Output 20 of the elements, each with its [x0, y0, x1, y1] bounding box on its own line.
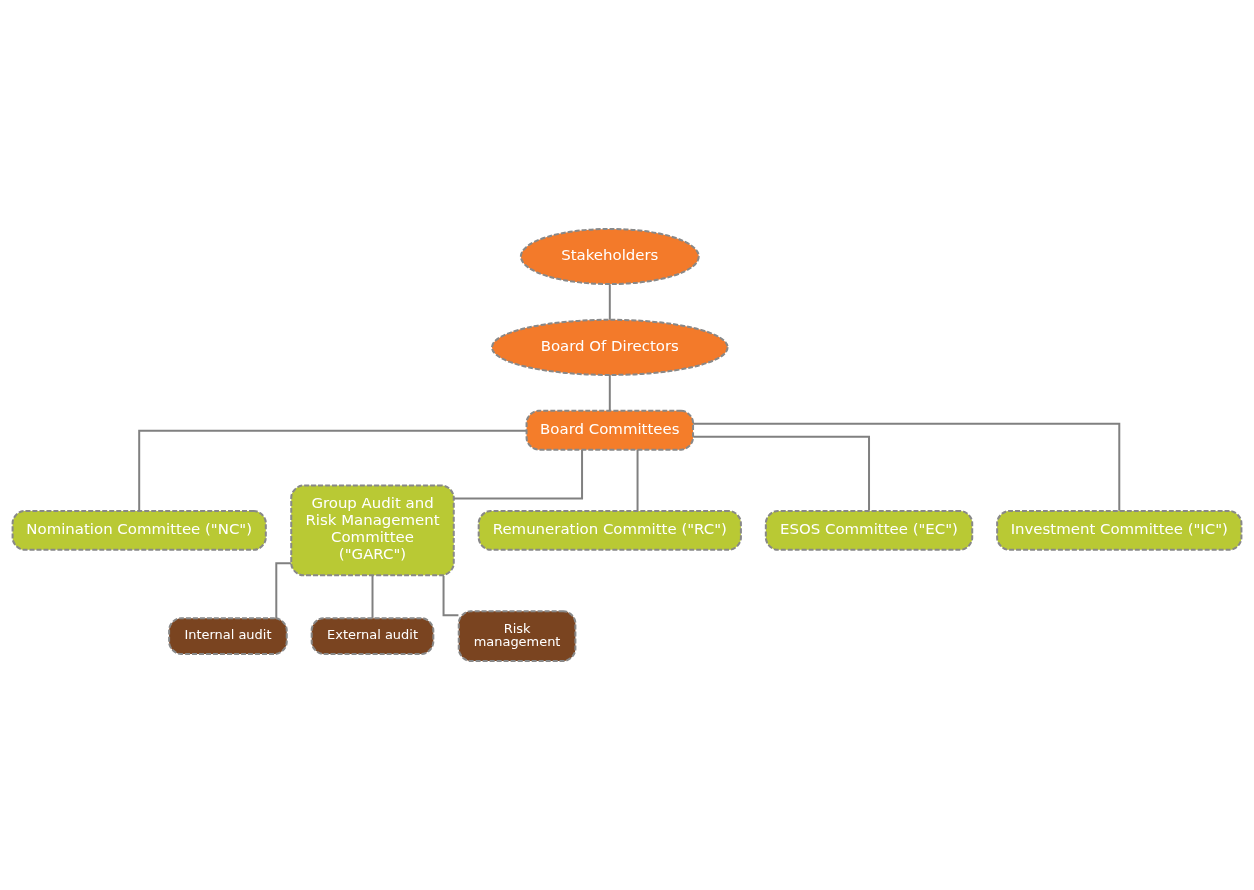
connector: [608, 373, 611, 412]
node-box: External audit: [310, 617, 435, 656]
connector: [608, 283, 611, 321]
node-box: Remuneration Committe ("RC"): [477, 509, 742, 551]
connector: [692, 435, 871, 512]
node-box: Group Audit and Risk Management Committee ("GARC"): [290, 484, 455, 577]
node-ellipse: Stakeholders: [519, 227, 700, 286]
connector: [138, 429, 528, 512]
node-ellipse: Board Of Directors: [491, 318, 729, 376]
connector: [452, 448, 584, 500]
node-box: ESOS Committee ("EC"): [764, 509, 974, 551]
connector: [636, 449, 639, 512]
connector: [275, 562, 292, 620]
node-box: Investment Committee ("IC"): [996, 509, 1243, 551]
node-box: Board Committees: [525, 409, 695, 451]
node-box: Internal audit: [168, 617, 288, 656]
node-box: Nomination Committee ("NC"): [11, 509, 267, 551]
connector: [692, 422, 1121, 512]
node-box: Risk management: [457, 610, 577, 662]
connector: [371, 574, 374, 619]
